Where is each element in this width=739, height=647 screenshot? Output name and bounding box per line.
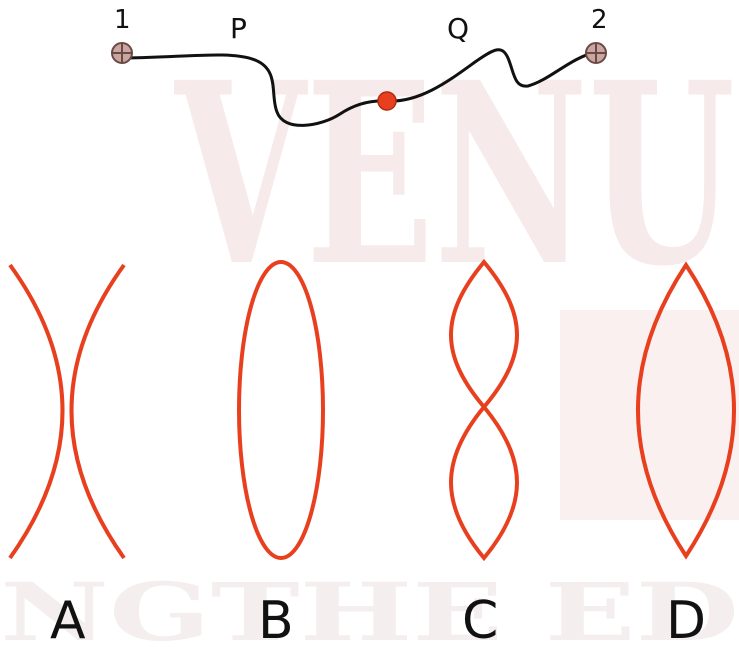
- option-d-lens: [636, 261, 736, 560]
- point-p-label: P: [230, 12, 247, 45]
- option-a-left-curve: [8, 263, 65, 560]
- option-c-label: C: [462, 591, 498, 647]
- watermark-bottom-text: NGTHE ED: [0, 565, 739, 647]
- terminal-1: [111, 42, 133, 64]
- option-d-label: D: [666, 591, 706, 647]
- terminal-1-label: 1: [114, 5, 131, 35]
- option-b-ellipse: [237, 260, 325, 560]
- option-b: B: [237, 260, 325, 647]
- option-a: A: [8, 263, 126, 647]
- watermark: VENU NGTHE ED: [0, 27, 739, 647]
- point-q-label: Q: [447, 12, 469, 45]
- watermark-top-text: VENU: [174, 27, 735, 321]
- option-b-label: B: [258, 591, 294, 647]
- terminal-2-label: 2: [591, 5, 608, 35]
- moving-point-dot: [377, 91, 397, 111]
- terminal-2: [585, 42, 607, 64]
- wire-diagram: 1 2 P Q: [111, 5, 608, 127]
- option-a-right-curve: [69, 263, 126, 560]
- option-a-label: A: [50, 591, 86, 647]
- option-c-lower-loop: [449, 403, 519, 562]
- option-c: C: [449, 258, 519, 647]
- option-d: D: [636, 261, 736, 647]
